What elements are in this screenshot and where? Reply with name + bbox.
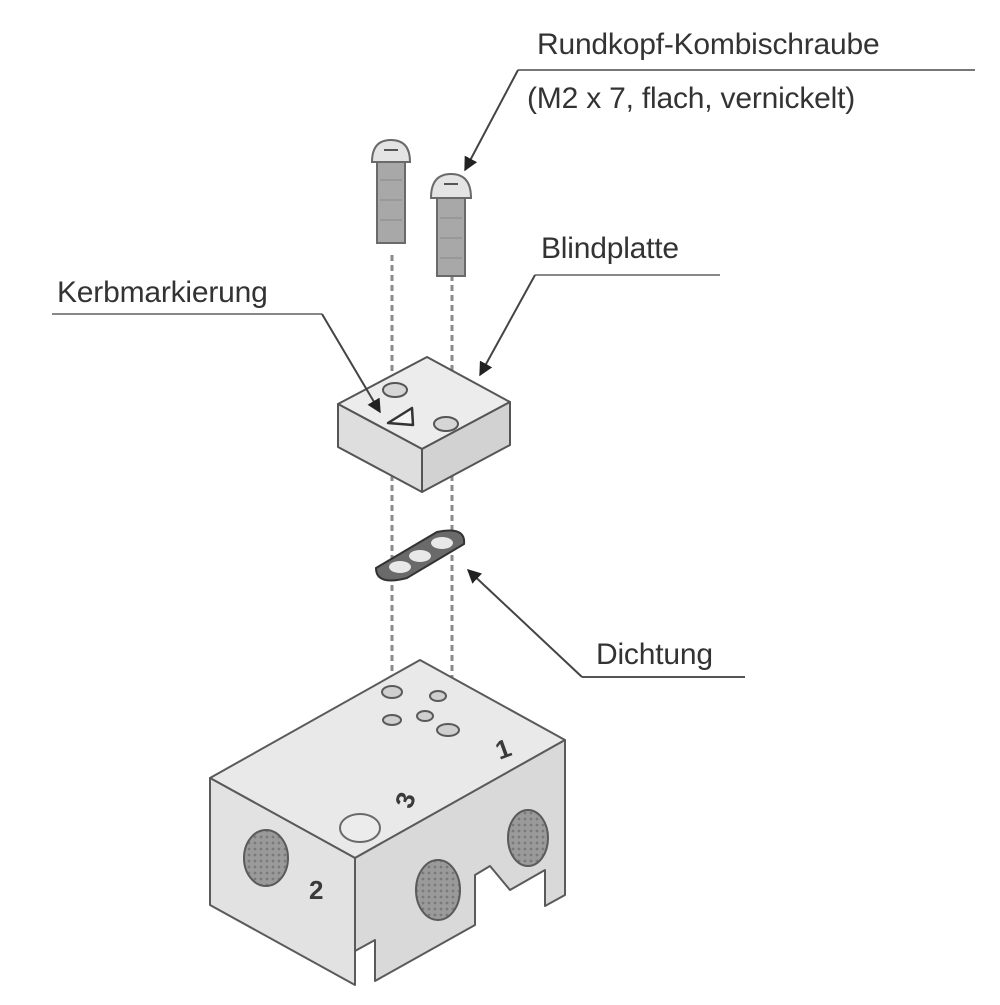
manifold-base <box>209 659 566 986</box>
gasket <box>374 529 466 582</box>
assembly-axis-lines <box>390 255 454 725</box>
blind-plate-label: Blindplatte <box>541 232 679 265</box>
blind-plate <box>337 356 511 493</box>
screw-right <box>429 172 473 277</box>
notch-mark-triangle <box>386 406 415 427</box>
gasket-label: Dichtung <box>596 638 713 671</box>
screw-spec-label: (M2 x 7, flach, vernickelt) <box>527 82 856 115</box>
notch-mark-label: Kerbmarkierung <box>57 276 268 309</box>
port-2-label: 2 <box>309 875 324 905</box>
screw-title-label: Rundkopf-Kombischraube <box>537 28 880 61</box>
screw-left <box>370 138 412 244</box>
leader-lines <box>52 69 975 678</box>
